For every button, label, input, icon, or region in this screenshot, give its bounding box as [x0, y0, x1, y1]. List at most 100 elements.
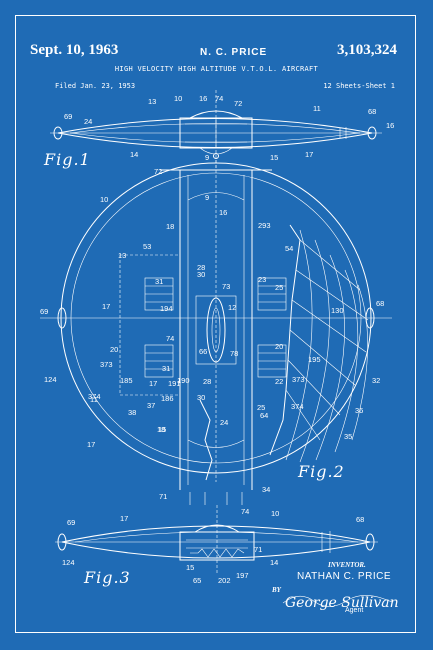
- fig1-callout: 72: [234, 99, 242, 108]
- fig1-callout: 16: [386, 121, 394, 130]
- fig2-callout: 36: [355, 406, 363, 415]
- fig2-callout: 68: [376, 299, 384, 308]
- fig2-callout: 24: [220, 418, 228, 427]
- filed-date: Filed Jan. 23, 1953: [55, 82, 136, 90]
- sheet-border: [15, 15, 416, 633]
- fig2-callout: 186: [161, 394, 174, 403]
- fig2-callout: 190: [177, 376, 190, 385]
- fig2-callout: 73: [222, 282, 230, 291]
- fig2-callout: 25: [257, 403, 265, 412]
- fig2-callout: 373: [292, 375, 305, 384]
- fig3-callout: 65: [193, 576, 201, 585]
- fig1-callout: 9: [205, 153, 209, 162]
- fig3-callout: 17: [120, 514, 128, 523]
- fig2-callout: 17: [87, 440, 95, 449]
- fig2-callout: 18: [166, 222, 174, 231]
- fig1-callout: 24: [84, 117, 92, 126]
- fig1-callout: 10: [174, 94, 182, 103]
- fig2-callout: 38: [128, 408, 136, 417]
- fig2-callout: 69: [40, 307, 48, 316]
- fig3-callout: 124: [62, 558, 75, 567]
- fig2-callout: 13: [118, 251, 126, 260]
- fig2-callout: 11: [90, 395, 98, 404]
- inventor-name: NATHAN C. PRICE: [297, 571, 391, 582]
- fig3-callout: 69: [67, 518, 75, 527]
- fig1-label: Fig.1: [44, 150, 91, 169]
- fig2-callout: 17: [102, 302, 110, 311]
- fig2-callout: 78: [230, 349, 238, 358]
- agent-label: Agent: [345, 607, 364, 614]
- fig2-callout: 53: [143, 242, 151, 251]
- fig2-callout: 66: [199, 347, 207, 356]
- inventor-label: INVENTOR.: [328, 561, 366, 569]
- fig2-callout: 191: [168, 379, 181, 388]
- fig3-callout: 197: [236, 571, 249, 580]
- fig2-callout: 74: [166, 334, 174, 343]
- fig2-callout: 12: [228, 303, 236, 312]
- fig1-callout: 74: [215, 94, 223, 103]
- fig2-drawing: [40, 160, 392, 505]
- fig1-drawing: [50, 90, 382, 168]
- fig1-callout: 11: [313, 104, 321, 113]
- patent-title: HIGH VELOCITY HIGH ALTITUDE V.T.O.L. AIR…: [114, 65, 319, 73]
- fig3-callout: 15: [186, 563, 194, 572]
- fig2-callout: 130: [331, 306, 344, 315]
- fig3-callout: 68: [356, 515, 364, 524]
- fig2-callout: 71: [159, 492, 167, 501]
- by-label: BY: [272, 586, 281, 594]
- patent-number: 3,103,324: [337, 42, 397, 58]
- fig2-callout: 35: [344, 432, 352, 441]
- fig2-callout: 37: [147, 401, 155, 410]
- fig2-label: Fig.2: [298, 462, 345, 481]
- fig2-callout: 10: [100, 195, 108, 204]
- fig3-drawing: [55, 505, 378, 575]
- patent-date: Sept. 10, 1963: [30, 42, 119, 58]
- agent-signature: George Sullivan: [285, 595, 399, 611]
- fig1-callout: 13: [148, 97, 156, 106]
- fig3-callout: 202: [218, 576, 231, 585]
- fig2-callout: 20: [110, 345, 118, 354]
- fig1-callout: 15: [270, 153, 278, 162]
- fig2-callout: 293: [258, 221, 271, 230]
- fig3-callout: 10: [271, 509, 279, 518]
- fig1-callout: 68: [368, 107, 376, 116]
- reference-numerals: 13 10 16 74 72 69 24 11 68 14 15 17 16 9 72 10 16 9 293 53 1…: [40, 94, 394, 585]
- fig2-callout: 54: [285, 244, 293, 253]
- fig2-callout: 31: [162, 364, 170, 373]
- fig3-callout: 74: [241, 507, 249, 516]
- fig2-callout: 195: [308, 355, 321, 364]
- fig2-callout: 185: [120, 376, 133, 385]
- fig2-callout: 16: [219, 208, 227, 217]
- fig1-callout: 69: [64, 112, 72, 121]
- fig2-callout: 34: [262, 485, 270, 494]
- fig3-callout: 71: [254, 545, 262, 554]
- fig2-callout: 9: [205, 193, 209, 202]
- fig2-callout: 25: [275, 283, 283, 292]
- fig2-callout: 15: [158, 425, 166, 434]
- fig2-callout: 20: [275, 342, 283, 351]
- fig2-callout: 32: [372, 376, 380, 385]
- fig2-callout: 373: [100, 360, 113, 369]
- inventor-header: N. C. PRICE: [200, 47, 268, 58]
- fig2-callout: 23: [258, 275, 266, 284]
- fig2-callout: 124: [44, 375, 57, 384]
- fig2-callout: 22: [275, 377, 283, 386]
- fig1-callout: 16: [199, 94, 207, 103]
- fig1-callout: 17: [305, 150, 313, 159]
- fig2-callout: 18: [157, 425, 165, 434]
- fig2-callout: 374: [88, 392, 101, 401]
- fig2-callout: 28: [197, 263, 205, 272]
- fig2-callout: 194: [160, 304, 173, 313]
- fig2-callout: 17: [149, 379, 157, 388]
- fig2-callout: 30: [197, 393, 205, 402]
- fig3-label: Fig.3: [84, 568, 131, 587]
- fig2-callout: 28: [203, 377, 211, 386]
- fig2-callout: 31: [155, 277, 163, 286]
- fig2-callout: 30: [197, 270, 205, 279]
- fig2-callout: 72: [154, 167, 162, 176]
- fig2-callout: 374: [291, 402, 304, 411]
- fig2-callout: 64: [260, 411, 268, 420]
- fig1-callout: 14: [130, 150, 138, 159]
